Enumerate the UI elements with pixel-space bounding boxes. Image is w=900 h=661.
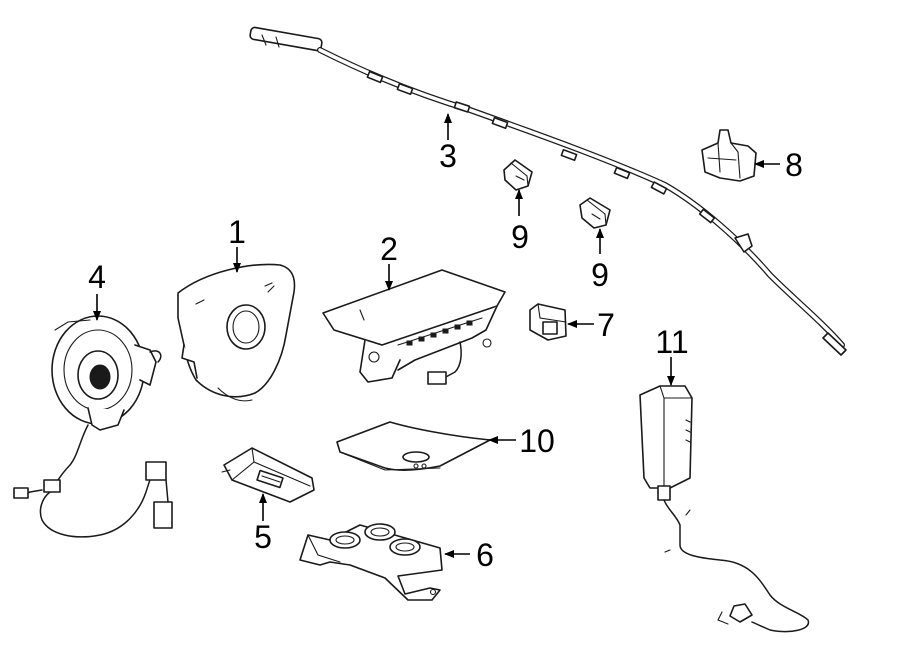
insulator-pad xyxy=(336,421,491,471)
driver-airbag xyxy=(177,263,296,402)
leader-lines xyxy=(93,113,780,558)
mounting-bracket xyxy=(299,523,443,601)
callout-7: 7 xyxy=(597,307,615,343)
callout-5: 5 xyxy=(254,519,272,555)
clockspring xyxy=(13,315,173,538)
callout-4: 4 xyxy=(88,259,106,295)
bracket xyxy=(701,129,757,182)
impact-sensor-b xyxy=(579,197,611,229)
callout-10: 10 xyxy=(519,423,555,459)
callout-8: 8 xyxy=(785,147,803,183)
callout-11: 11 xyxy=(655,324,688,360)
connector xyxy=(529,303,567,341)
callout-6: 6 xyxy=(476,537,494,573)
control-module xyxy=(221,447,315,503)
callout-1: 1 xyxy=(228,214,246,250)
side-airbag xyxy=(639,385,810,633)
curtain-airbag xyxy=(249,26,847,356)
callout-labels: 1 2 3 4 5 6 7 8 9 9 10 11 xyxy=(88,138,803,573)
callout-3: 3 xyxy=(439,138,457,174)
passenger-airbag xyxy=(322,269,506,385)
callout-2: 2 xyxy=(380,231,398,267)
impact-sensor-a xyxy=(503,159,533,191)
callout-9a: 9 xyxy=(511,219,529,255)
callout-9b: 9 xyxy=(591,257,609,293)
